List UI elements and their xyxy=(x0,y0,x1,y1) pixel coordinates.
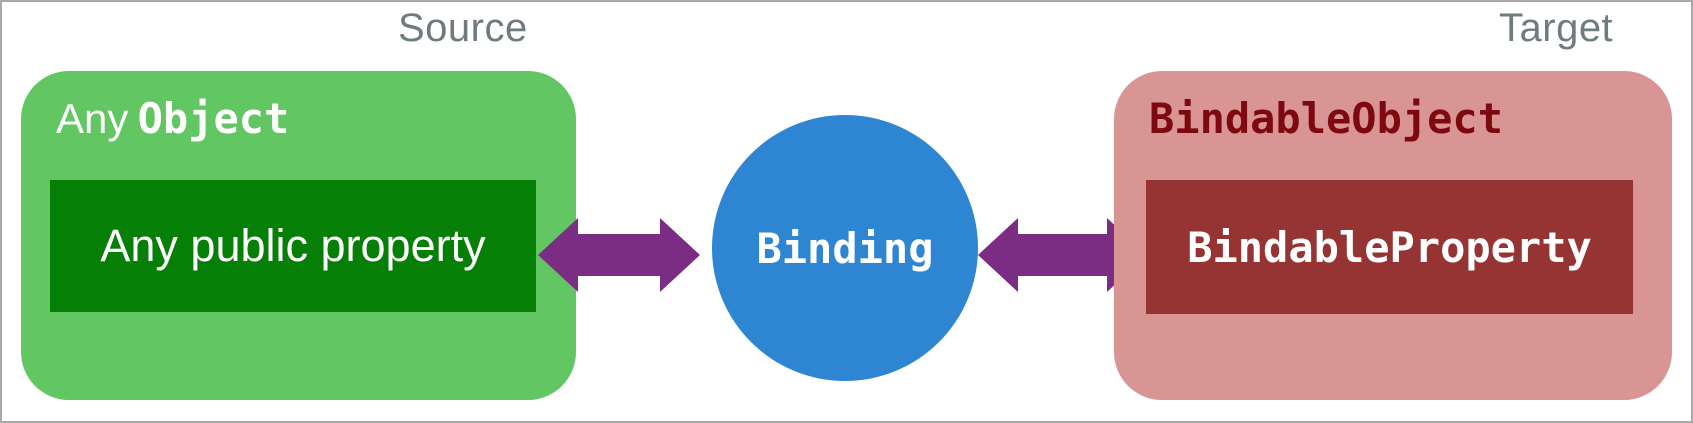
double-arrow-icon xyxy=(978,218,1147,292)
source-section-label: Source xyxy=(398,6,528,50)
binding-circle-label: Binding xyxy=(756,223,934,273)
source-object-title-prefix: Any xyxy=(56,95,129,142)
bindable-object-title: BindableObject xyxy=(1149,94,1504,143)
source-binding-arrow xyxy=(538,218,700,292)
double-arrow-icon xyxy=(538,218,700,292)
bindable-property-box: BindableProperty xyxy=(1146,180,1633,314)
source-property-box: Any public property xyxy=(50,180,536,312)
bindable-property-label: BindableProperty xyxy=(1187,222,1592,272)
bindable-object-box: BindableObject BindableProperty xyxy=(1114,71,1672,400)
source-property-label: Any public property xyxy=(100,220,486,271)
source-object-title-code: Object xyxy=(137,94,290,143)
target-section-label: Target xyxy=(1499,6,1614,50)
binding-target-arrow xyxy=(978,218,1147,292)
binding-circle: Binding xyxy=(712,115,978,381)
